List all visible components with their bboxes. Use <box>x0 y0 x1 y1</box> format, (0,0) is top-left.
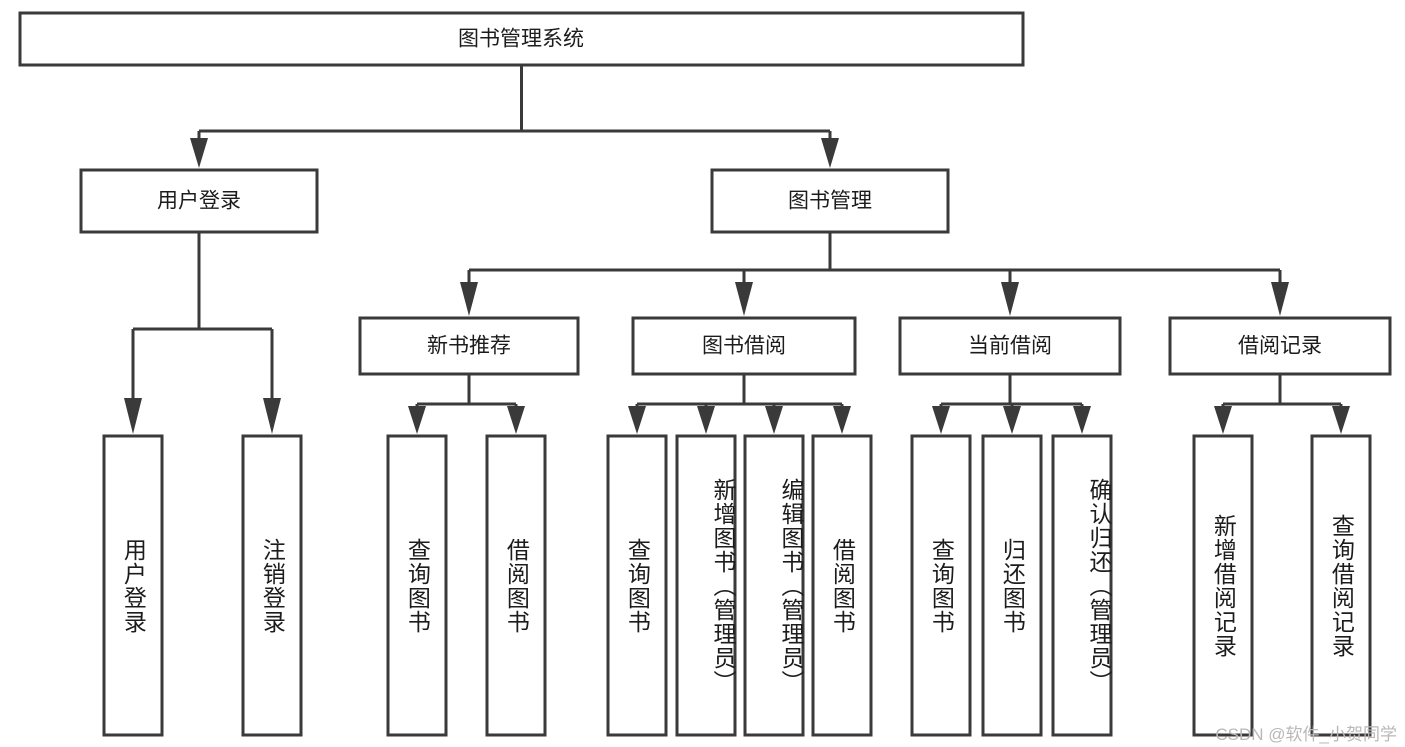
leaf-box-query-borrow-record[interactable] <box>1310 434 1372 737</box>
connector-group-borrow-record <box>1214 374 1350 434</box>
leaf-box-edit-book[interactable] <box>743 434 805 737</box>
arrowhead-leaf-borrow-book-rec <box>507 406 525 434</box>
node-current-borrow-label: 当前借阅 <box>968 335 1052 358</box>
arrowhead-leaf-add-borrow-record <box>1214 406 1232 434</box>
connector-group-root <box>190 65 839 168</box>
arrowhead-leaf-user-logout <box>263 398 281 434</box>
node-user-login-box[interactable] <box>79 168 319 234</box>
arrowhead-leaf-query-book-rec <box>408 406 426 434</box>
arrowhead-borrow-record <box>1271 282 1289 316</box>
node-new-book-recommend[interactable]: 新书推荐 <box>358 316 580 376</box>
arrowhead-book-manage <box>821 138 839 168</box>
node-book-manage-label: 图书管理 <box>788 190 872 213</box>
node-new-book-recommend-box[interactable] <box>358 316 580 376</box>
arrowhead-leaf-user-login <box>124 398 142 434</box>
arrowhead-user-login <box>190 138 208 168</box>
leaf-box-return-book[interactable] <box>981 434 1043 737</box>
node-root-label: 图书管理系统 <box>458 28 584 51</box>
arrowhead-new-book-recommend <box>460 282 478 316</box>
node-root[interactable]: 图书管理系统 <box>18 11 1025 67</box>
node-book-borrow-label: 图书借阅 <box>702 335 786 358</box>
arrowhead-leaf-confirm-return <box>1073 406 1091 434</box>
node-borrow-record-label: 借阅记录 <box>1238 335 1322 358</box>
connector-group-new-book-recommend <box>408 374 525 434</box>
node-current-borrow[interactable]: 当前借阅 <box>898 316 1122 376</box>
connector-group-book-borrow <box>628 374 851 434</box>
leaf-box-borrow-book[interactable] <box>811 434 873 737</box>
arrowhead-leaf-edit-book <box>765 406 783 434</box>
arrowhead-leaf-return-book <box>1003 406 1021 434</box>
node-borrow-record[interactable]: 借阅记录 <box>1168 316 1392 376</box>
arrowhead-leaf-query-book-borrow <box>628 406 646 434</box>
leaf-box-query-book-cur[interactable] <box>910 434 972 737</box>
arrowhead-leaf-query-borrow-record <box>1332 406 1350 434</box>
leaf-box-confirm-return[interactable] <box>1051 434 1113 737</box>
leaf-box-user-logout[interactable] <box>241 434 303 737</box>
leaf-box-query-book-rec[interactable] <box>386 434 448 737</box>
arrowhead-leaf-add-book <box>697 406 715 434</box>
arrowhead-book-borrow <box>735 282 753 316</box>
arrowhead-leaf-query-book-cur <box>932 406 950 434</box>
node-book-borrow-box[interactable] <box>631 316 857 376</box>
node-new-book-recommend-label: 新书推荐 <box>427 335 511 358</box>
node-book-borrow[interactable]: 图书借阅 <box>631 316 857 376</box>
leaf-box-query-book-borrow[interactable] <box>606 434 668 737</box>
arrowhead-leaf-borrow-book <box>833 406 851 434</box>
node-current-borrow-box[interactable] <box>898 316 1122 376</box>
node-user-login-label: 用户登录 <box>157 190 241 213</box>
connector-group-user-login <box>124 232 281 434</box>
leaf-box-user-login[interactable] <box>102 434 164 737</box>
node-root-box[interactable] <box>18 11 1025 67</box>
leaf-box-group <box>102 434 1372 737</box>
node-borrow-record-box[interactable] <box>1168 316 1392 376</box>
leaf-box-add-borrow-record[interactable] <box>1192 434 1254 737</box>
node-book-manage[interactable]: 图书管理 <box>710 168 950 234</box>
node-book-manage-box[interactable] <box>710 168 950 234</box>
leaf-box-borrow-book-rec[interactable] <box>485 434 547 737</box>
arrowhead-current-borrow <box>1001 282 1019 316</box>
node-user-login[interactable]: 用户登录 <box>79 168 319 234</box>
leaf-box-add-book[interactable] <box>675 434 737 737</box>
csdn-watermark: CSDN @软件_小贺同学 <box>1215 725 1397 744</box>
connector-group-current-borrow <box>932 374 1091 434</box>
connector-group-book-manage <box>460 232 1289 316</box>
